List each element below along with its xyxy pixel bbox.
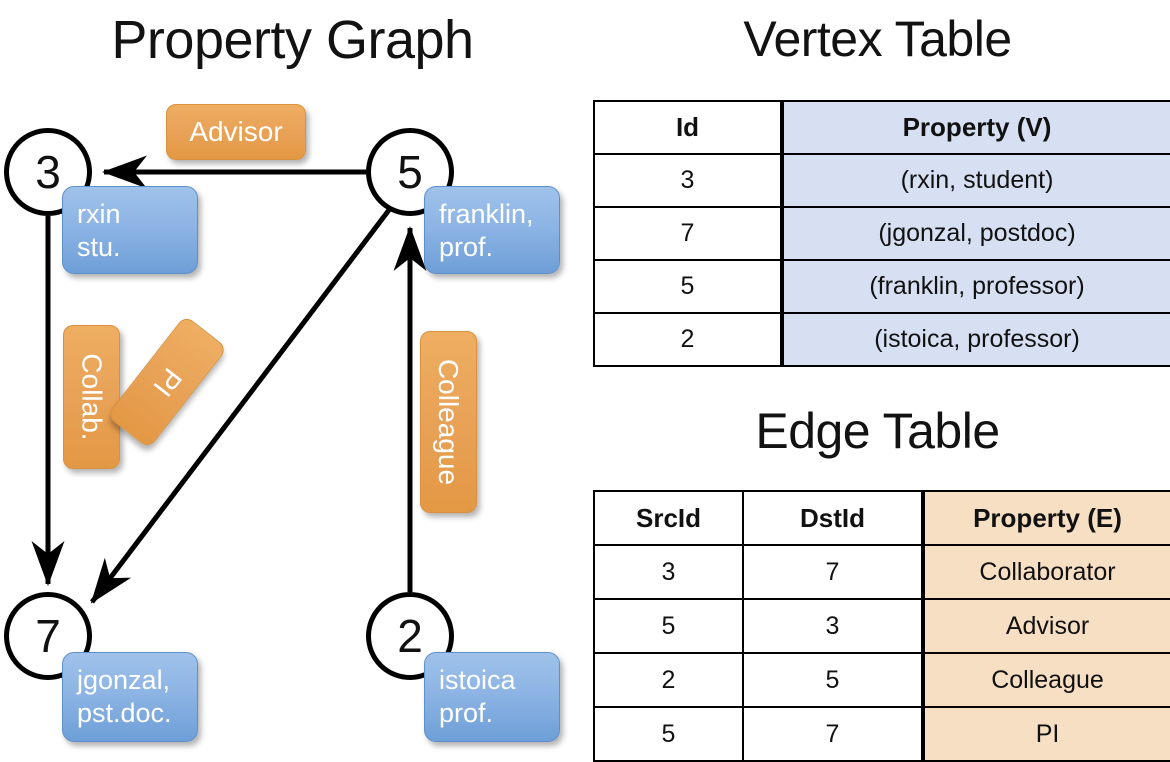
vertex-node-7-label: 7 [35,610,61,662]
edge-label-advisor-text: Advisor [189,116,283,147]
vertex-table-cell-property: (jgonzal, postdoc) [780,206,1170,261]
vertex-table-cell-id: 3 [593,153,783,208]
edge-table-cell-property: Advisor [921,598,1170,654]
vertex-property-5-line2: prof. [439,232,494,262]
property-graph-diagram: 3 5 7 2 rxin stu. franklin, prof. jgonza… [0,0,585,760]
vertex-table-cell-property: (franklin, professor) [780,259,1170,314]
table-row[interactable]: 3 (rxin, student) [593,153,1170,208]
edge-label-collab: Collab. [63,325,120,469]
vertex-property-2-line2: prof. [439,698,494,728]
table-row[interactable]: 3 7 Collaborator [593,544,1170,600]
vertex-property-2-line1: istoica [439,665,516,695]
table-row[interactable]: 7 (jgonzal, postdoc) [593,206,1170,261]
edge-label-colleague: Colleague [420,331,477,513]
vertex-table-header-property: Property (V) [780,100,1170,155]
edge-label-pi-text: PI [147,362,188,403]
table-row[interactable]: 5 (franklin, professor) [593,259,1170,314]
table-row[interactable]: 5 7 PI [593,706,1170,762]
vertex-property-callout-3: rxin stu. [62,186,198,274]
edge-table-cell-srcid: 5 [593,598,744,654]
vertex-node-2-label: 2 [397,610,423,662]
vertex-property-5-line1: franklin, [439,199,534,229]
edge-table-header-property: Property (E) [921,490,1170,546]
vertex-property-7-line2: pst.doc. [77,698,172,728]
edge-table: SrcId DstId Property (E) 3 7 Collaborato… [593,490,1170,762]
edge-table-header-row: SrcId DstId Property (E) [593,490,1170,546]
table-row[interactable]: 5 3 Advisor [593,598,1170,654]
vertex-property-callout-7: jgonzal, pst.doc. [62,652,198,742]
edge-table-cell-property: Collaborator [921,544,1170,600]
edge-line-pi [90,204,394,604]
vertex-table-cell-property: (istoica, professor) [780,312,1170,367]
graph-edge-lines [31,155,427,604]
edge-table-cell-property: PI [921,706,1170,762]
edge-label-collab-text: Collab. [76,353,108,441]
vertex-table-cell-id: 5 [593,259,783,314]
edge-table-cell-srcid: 3 [593,544,744,600]
vertex-table-cell-id: 2 [593,312,783,367]
page-title-property-graph: Property Graph [111,10,474,70]
vertex-property-3-line2: stu. [77,232,121,262]
vertex-table-header-id: Id [593,100,783,155]
vertex-table: Id Property (V) 3 (rxin, student) 7 (jgo… [593,100,1170,367]
edge-table-cell-dstid: 7 [742,544,924,600]
vertex-table-header-row: Id Property (V) [593,100,1170,155]
edge-table-cell-dstid: 5 [742,652,924,708]
edge-table-header-dstid: DstId [742,490,924,546]
edge-label-advisor: Advisor [166,104,306,160]
edge-table-header-srcid: SrcId [593,490,744,546]
vertex-node-5[interactable]: 5 [366,128,454,216]
table-row[interactable]: 2 (istoica, professor) [593,312,1170,367]
vertex-node-5-label: 5 [397,146,423,198]
vertex-property-callout-5: franklin, prof. [424,186,560,274]
edge-table-cell-dstid: 7 [742,706,924,762]
edge-table-cell-srcid: 5 [593,706,744,762]
edge-table-cell-srcid: 2 [593,652,744,708]
vertex-property-callout-2: istoica prof. [424,652,560,742]
vertex-node-2[interactable]: 2 [366,592,454,680]
table-row[interactable]: 2 5 Colleague [593,652,1170,708]
edge-table-cell-dstid: 3 [742,598,924,654]
page-title-vertex-table: Vertex Table [743,11,1012,67]
vertex-property-7-line1: jgonzal, [77,665,171,695]
vertex-node-3-label: 3 [35,146,61,198]
vertex-property-3-line1: rxin [77,199,121,229]
vertex-table-cell-id: 7 [593,206,783,261]
vertex-table-cell-property: (rxin, student) [780,153,1170,208]
edge-table-cell-property: Colleague [921,652,1170,708]
edge-label-colleague-text: Colleague [433,358,465,486]
page-title-edge-table: Edge Table [755,403,1000,459]
